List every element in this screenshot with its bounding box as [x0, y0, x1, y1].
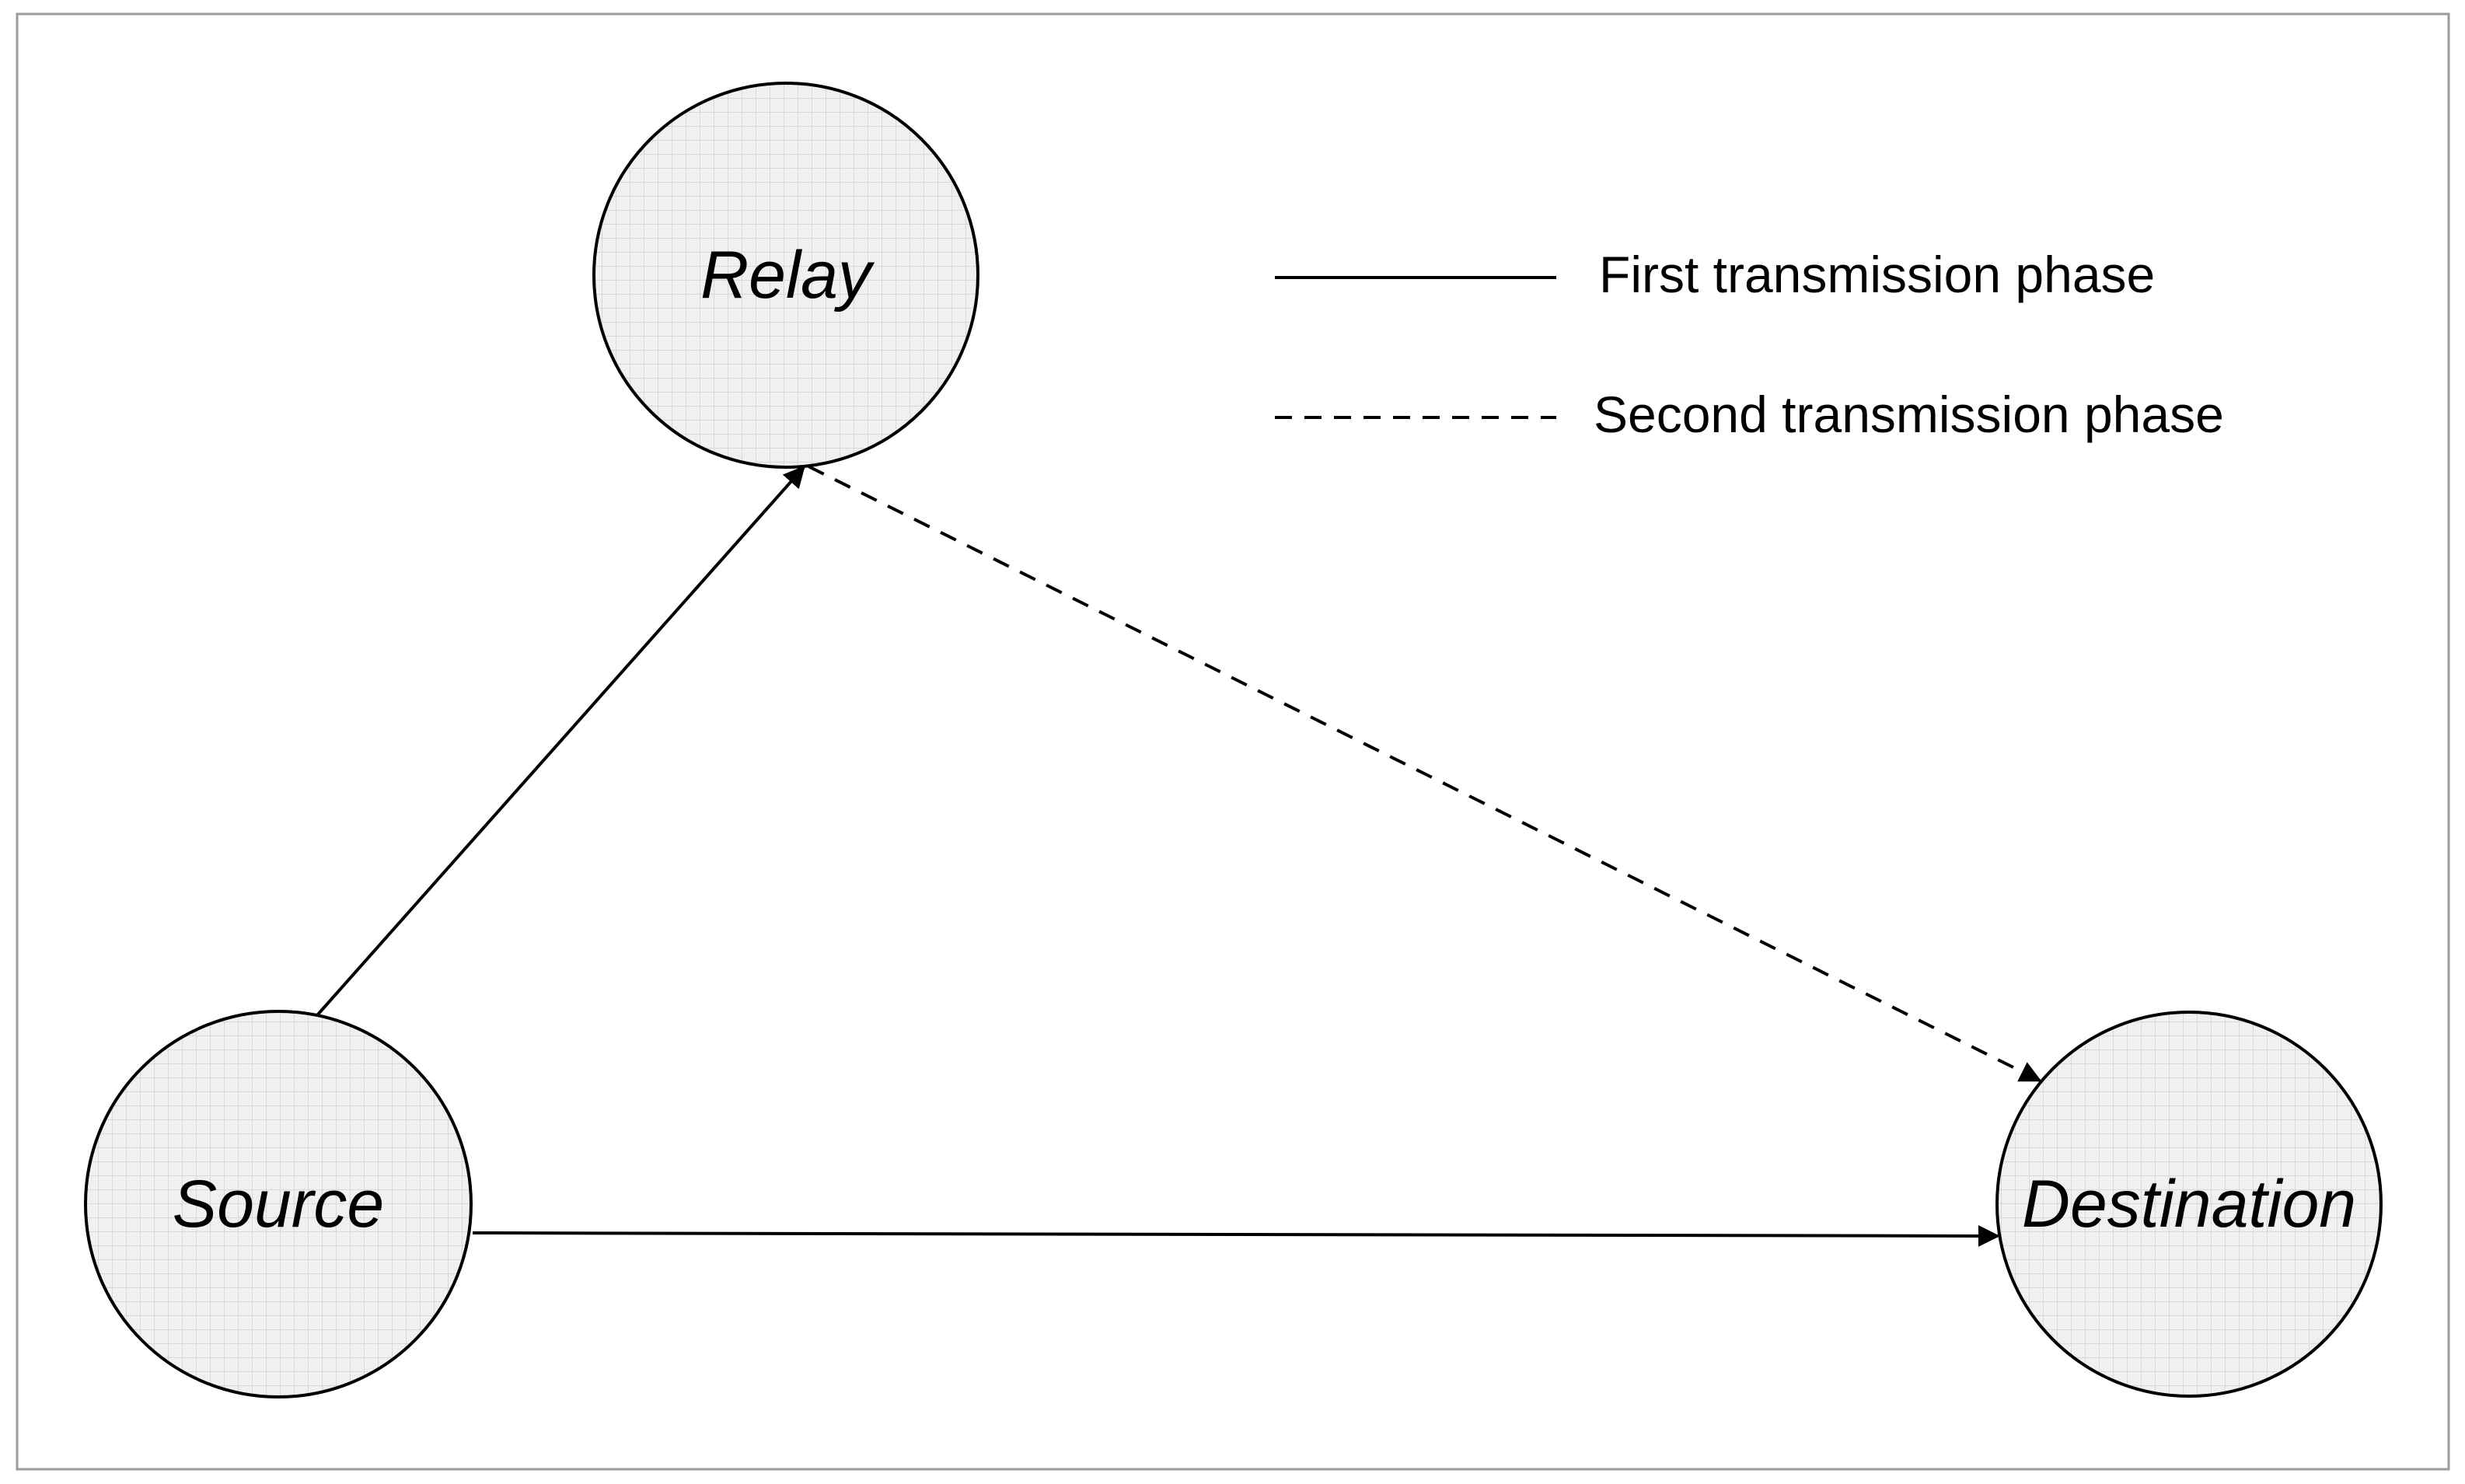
destination-label: Destination	[2022, 1167, 2356, 1241]
edge-source-to-destination	[472, 1224, 2000, 1247]
relay-circle	[592, 82, 979, 469]
legend-first-phase-label: First transmission phase	[1599, 246, 2155, 303]
source-node: Source	[84, 1010, 473, 1398]
destination-circle	[1995, 1011, 2383, 1398]
edge-source-to-relay	[316, 465, 805, 1017]
relay-node: Relay	[592, 82, 979, 469]
relay-label: Relay	[700, 238, 875, 313]
destination-node: Destination	[1995, 1011, 2383, 1398]
edge-relay-to-destination	[808, 465, 2042, 1082]
source-circle	[84, 1010, 473, 1398]
source-label: Source	[173, 1167, 385, 1241]
legend-second-phase-label: Second transmission phase	[1594, 386, 2224, 443]
legend: First transmission phase Second transmis…	[1275, 246, 2224, 443]
